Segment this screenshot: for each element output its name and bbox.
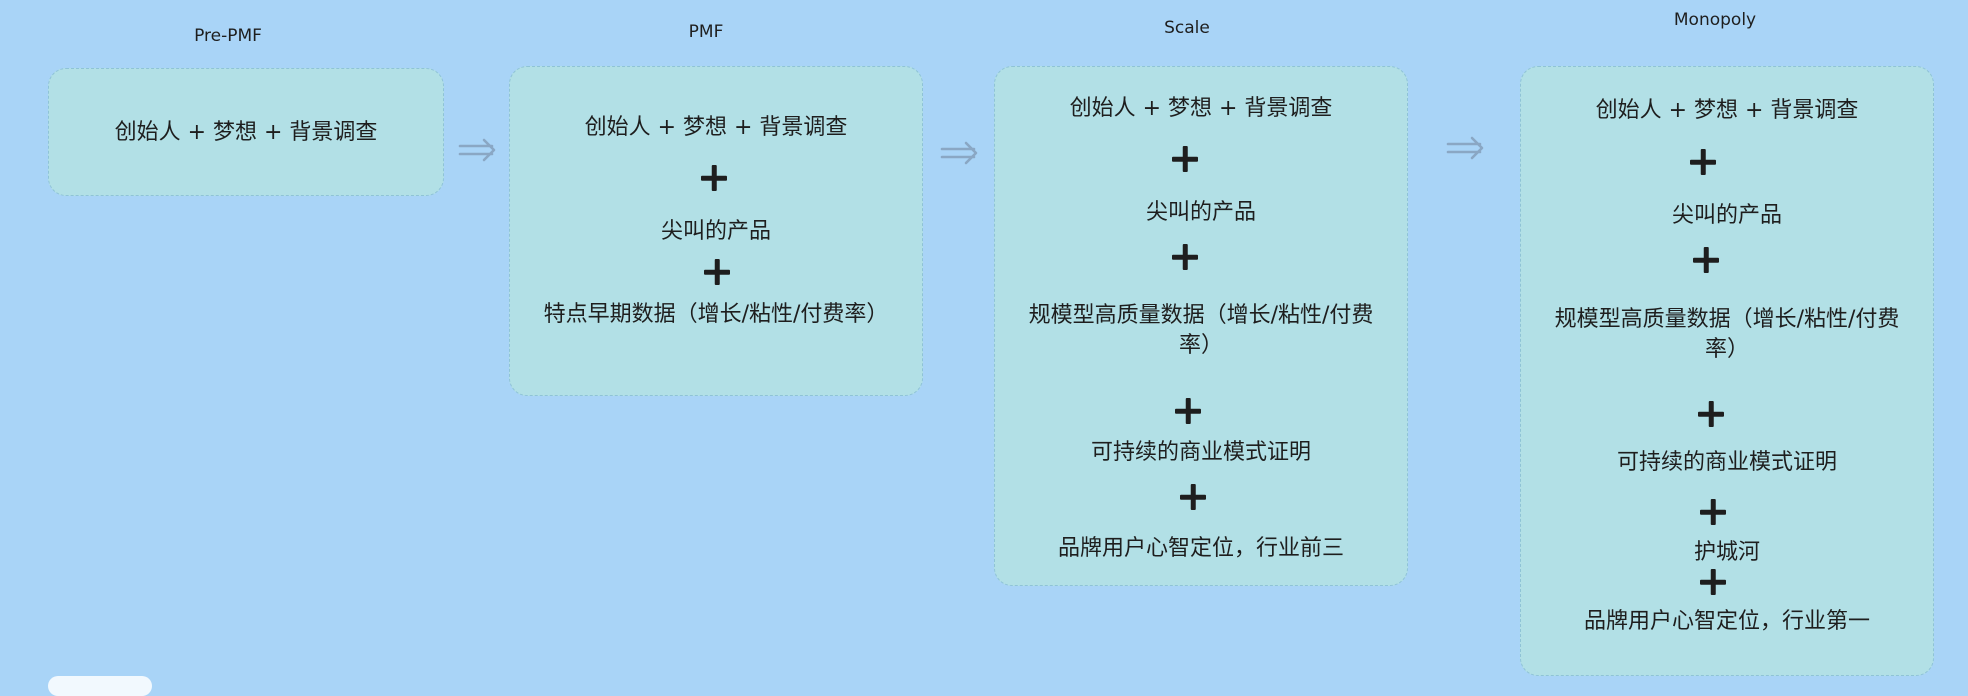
plus-icon bbox=[1180, 484, 1206, 510]
plus-icon bbox=[1700, 499, 1726, 525]
stage-title-pmf: PMF bbox=[688, 22, 724, 42]
stage-card-monopoly: 创始人 + 梦想 + 背景调查 尖叫的产品 规模型高质量数据（增长/粘性/付费率… bbox=[1520, 66, 1934, 676]
card-item: 创始人 + 梦想 + 背景调查 bbox=[1069, 96, 1333, 121]
card-item: 尖叫的产品 bbox=[1671, 203, 1782, 228]
stage-title-scale: Scale bbox=[1164, 18, 1210, 38]
plus-icon bbox=[1698, 401, 1724, 427]
card-item: 可持续的商业模式证明 bbox=[1090, 440, 1311, 465]
double-arrow-right-icon bbox=[1446, 136, 1484, 160]
plus-icon bbox=[1172, 244, 1198, 270]
plus-icon bbox=[1700, 569, 1726, 595]
card-item: 特点早期数据（增长/粘性/付费率） bbox=[543, 302, 889, 327]
card-item: 尖叫的产品 bbox=[1145, 200, 1256, 225]
double-arrow-right-icon bbox=[940, 141, 978, 165]
card-item: 创始人 + 梦想 + 背景调查 bbox=[114, 120, 378, 145]
stage-title-monopoly: Monopoly bbox=[1673, 10, 1757, 30]
stage-title-pre-pmf: Pre-PMF bbox=[194, 26, 262, 46]
corner-chip bbox=[48, 676, 152, 696]
card-item: 品牌用户心智定位，行业前三 bbox=[1057, 536, 1344, 561]
plus-icon bbox=[1175, 398, 1201, 424]
card-item: 可持续的商业模式证明 bbox=[1616, 450, 1837, 475]
card-item: 品牌用户心智定位，行业第一 bbox=[1583, 609, 1870, 634]
plus-icon bbox=[701, 165, 727, 191]
card-item: 创始人 + 梦想 + 背景调查 bbox=[1595, 98, 1859, 123]
stage-card-pre-pmf: 创始人 + 梦想 + 背景调查 bbox=[48, 68, 444, 196]
plus-icon bbox=[704, 259, 730, 285]
stage-card-pmf: 创始人 + 梦想 + 背景调查 尖叫的产品 特点早期数据（增长/粘性/付费率） bbox=[509, 66, 923, 396]
card-item: 尖叫的产品 bbox=[660, 219, 771, 244]
plus-icon bbox=[1693, 247, 1719, 273]
double-arrow-right-icon bbox=[458, 138, 496, 162]
plus-icon bbox=[1690, 149, 1716, 175]
plus-icon bbox=[1172, 146, 1198, 172]
stage-card-scale: 创始人 + 梦想 + 背景调查 尖叫的产品 规模型高质量数据（增长/粘性/付费率… bbox=[994, 66, 1408, 586]
card-item: 规模型高质量数据（增长/粘性/付费率） bbox=[1554, 307, 1900, 362]
card-item: 创始人 + 梦想 + 背景调查 bbox=[584, 115, 848, 140]
card-item: 规模型高质量数据（增长/粘性/付费率） bbox=[1028, 303, 1374, 358]
card-item: 护城河 bbox=[1693, 540, 1760, 565]
